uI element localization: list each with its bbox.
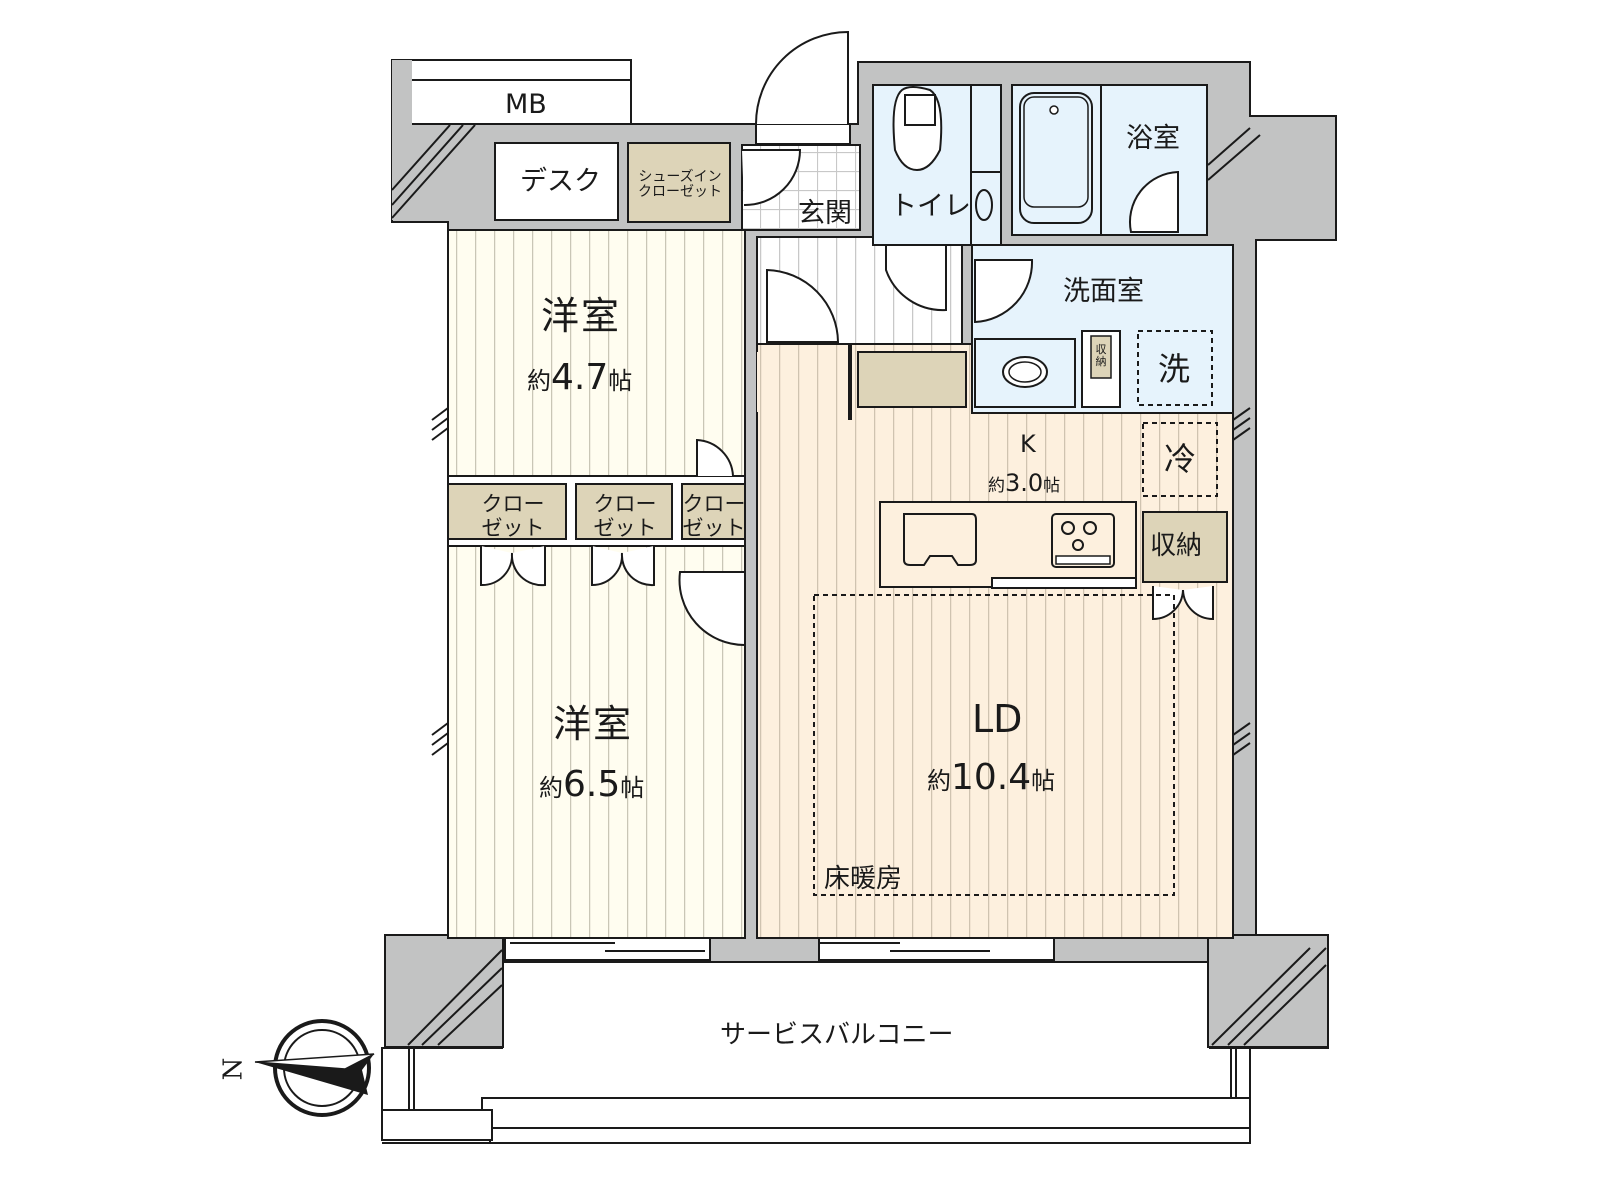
- balcony: [381, 961, 1251, 1144]
- closet-3-label: クロー ゼット: [682, 492, 746, 541]
- closet-2-label: クロー ゼット: [593, 492, 657, 541]
- fridge-label: 冷: [1164, 440, 1197, 478]
- floor-heating-label: 床暖房: [824, 864, 903, 894]
- ld-size: 約10.4帖: [927, 757, 1056, 798]
- closet-1-label: クロー ゼット: [481, 492, 545, 541]
- kitchen-size: 約3.0帖: [988, 469, 1061, 497]
- bathroom-label: 浴室: [1126, 123, 1180, 154]
- washroom-storage-label: 収 納: [1095, 343, 1107, 369]
- toilet-label: トイレ: [890, 191, 971, 222]
- balcony-label: サービスバルコニー: [720, 1020, 954, 1050]
- ld-label: LD: [972, 697, 1023, 741]
- kitchen-label: K: [1020, 430, 1036, 458]
- desk-label: デスク: [520, 166, 601, 197]
- shoe-closet-label: シューズイン クローゼット: [638, 169, 722, 201]
- mb-label: MB: [505, 89, 547, 120]
- north-arrow-icon: [254, 1019, 375, 1117]
- western-room-2-size: 約6.5帖: [539, 764, 645, 805]
- entrance-label: 玄関: [798, 198, 852, 229]
- western-room-1-label: 洋室: [541, 294, 622, 338]
- washroom-label: 洗面室: [1063, 276, 1144, 307]
- washer-label: 洗: [1158, 350, 1191, 388]
- western-room-1-size: 約4.7帖: [527, 357, 633, 398]
- compass-north-label: N: [218, 1057, 249, 1081]
- western-room-2-label: 洋室: [553, 702, 634, 746]
- kitchen-storage-label: 収納: [1150, 531, 1203, 561]
